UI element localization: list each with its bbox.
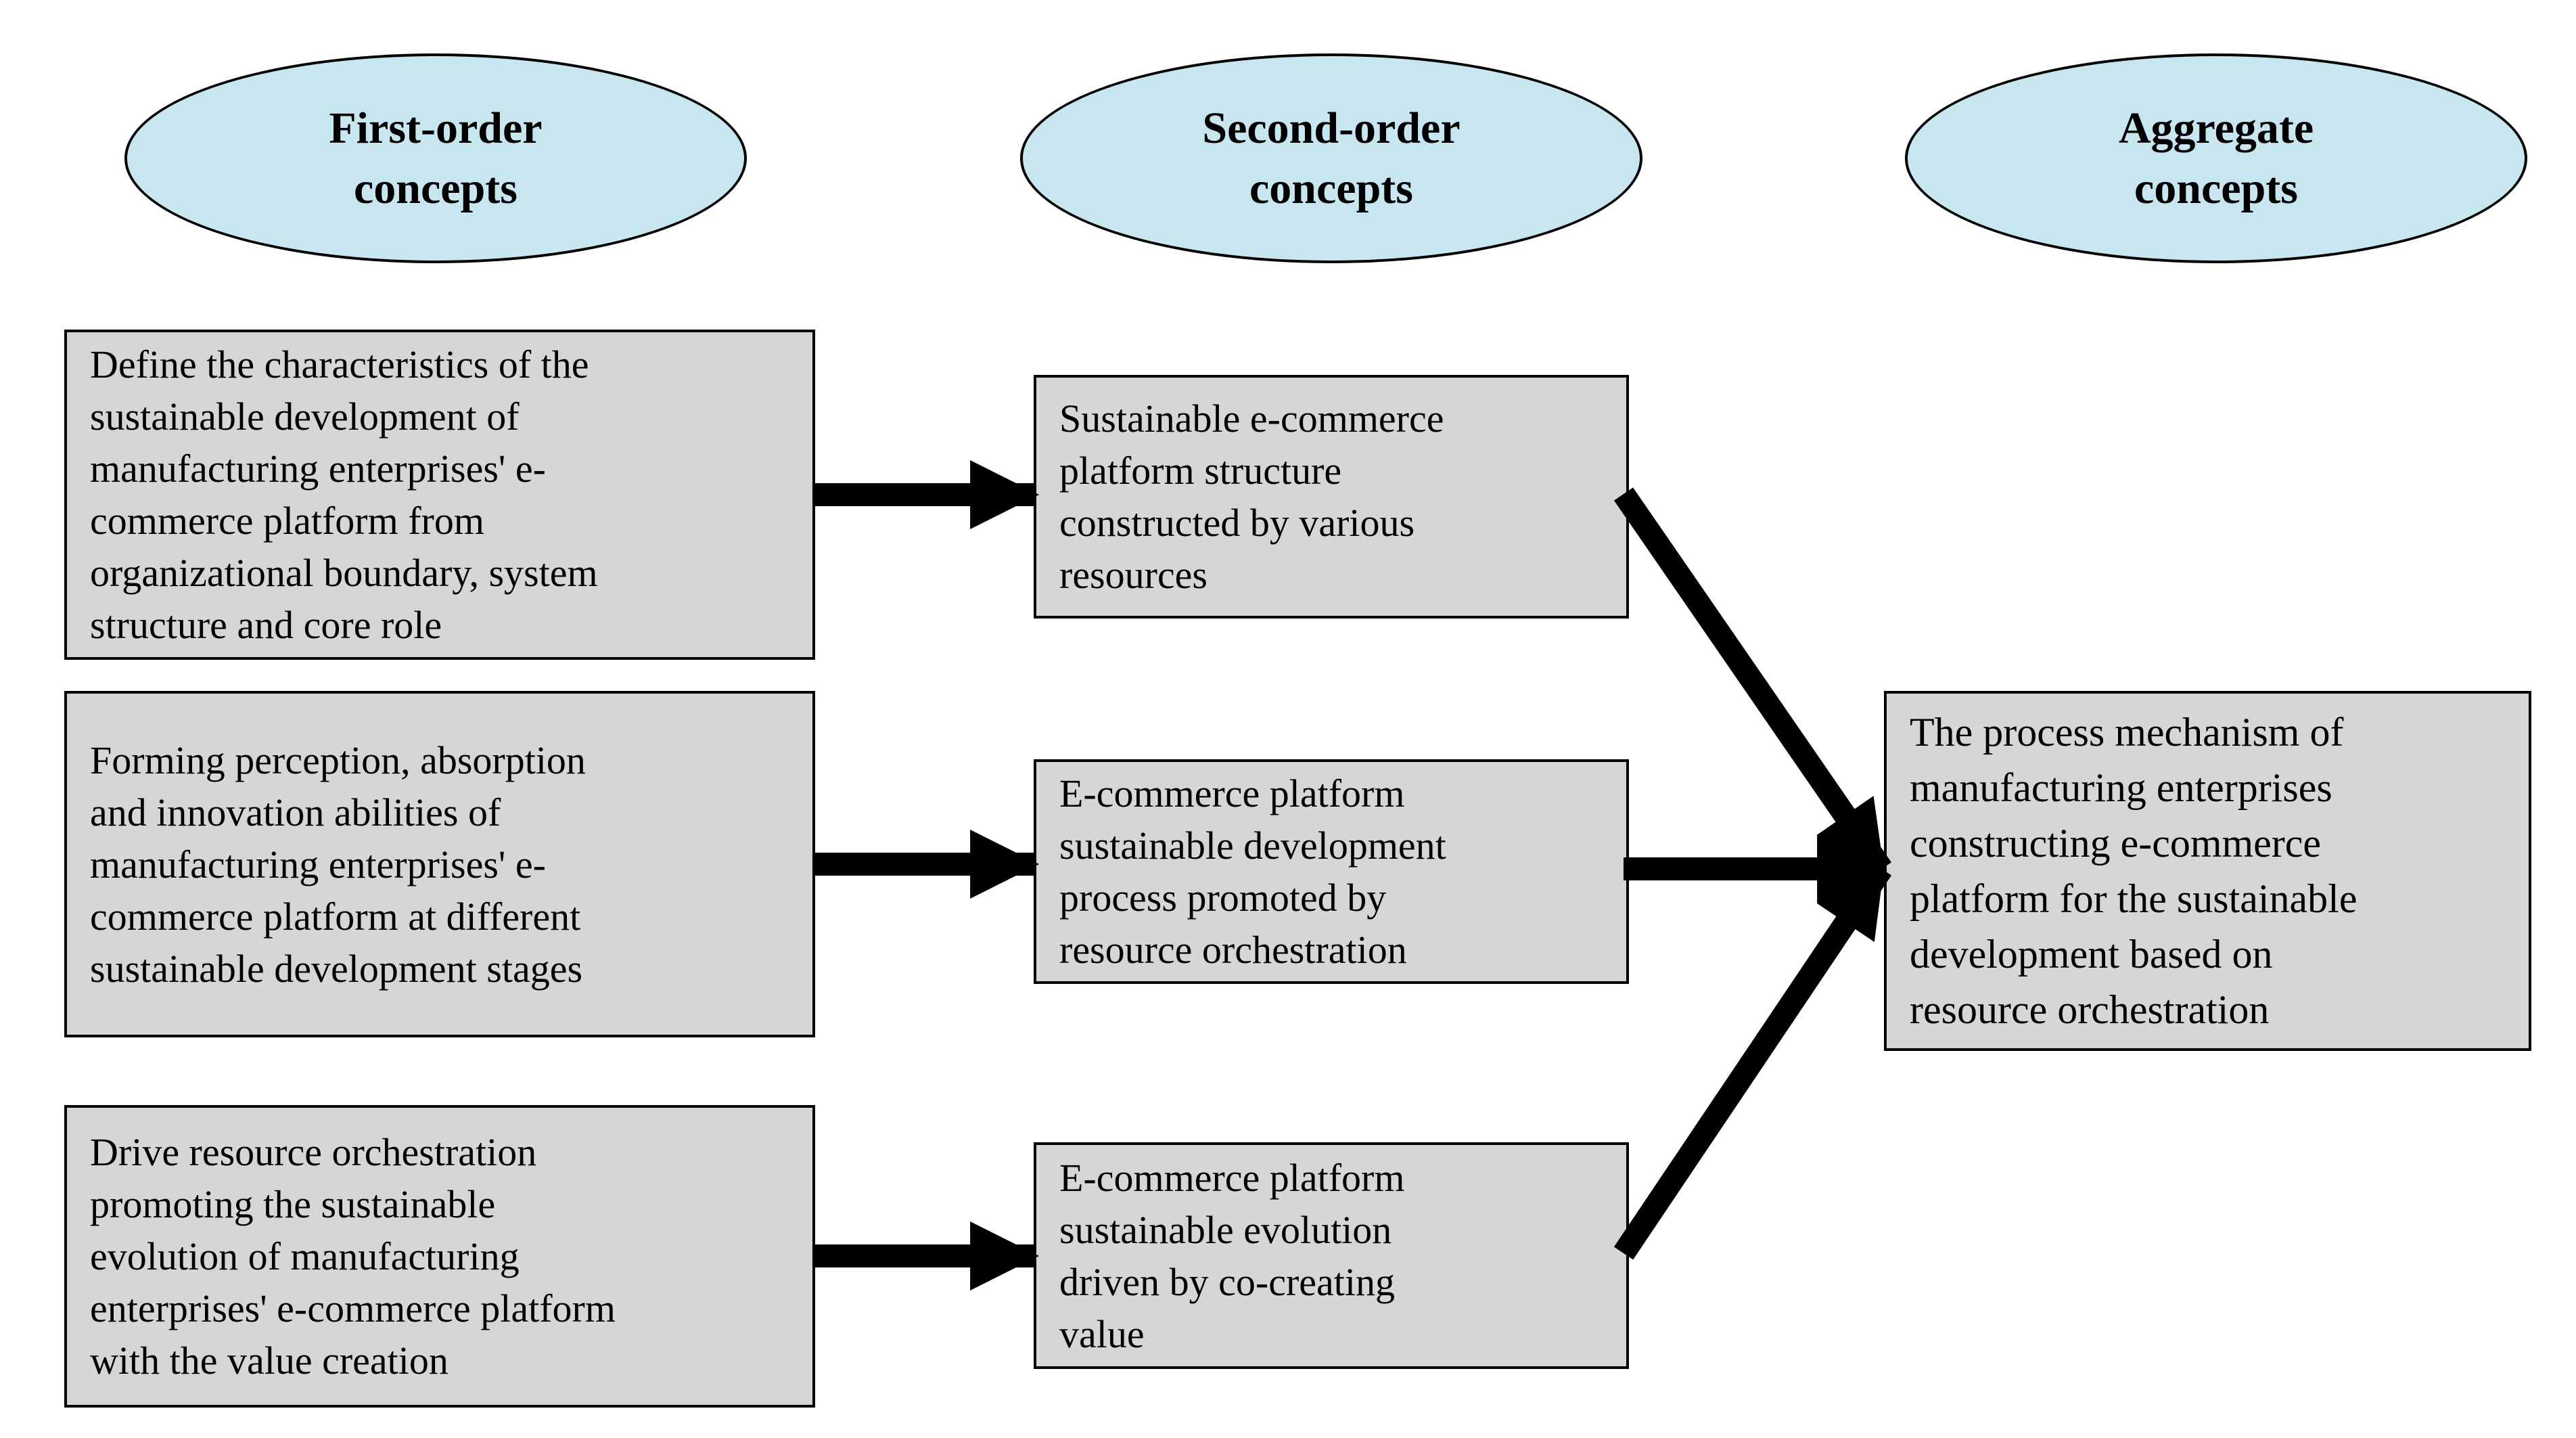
first-order-concepts-header-label: First-order concepts — [329, 103, 543, 213]
second-order-concept-text-1: Sustainable e-commerce platform structur… — [1059, 397, 1444, 597]
second-order-concept-box-1: Sustainable e-commerce platform structur… — [1034, 375, 1629, 619]
second-order-concept-box-3: E-commerce platform sustainable evolutio… — [1034, 1142, 1629, 1369]
ellipse-first-order-concepts: First-order concepts — [124, 53, 747, 263]
arrow-second-to-aggregate-3 — [1613, 862, 1892, 1260]
first-order-concept-text-1: Define the characteristics of the sustai… — [90, 342, 598, 647]
ellipse-aggregate-concepts: Aggregate concepts — [1905, 53, 2527, 263]
first-order-concept-box-3: Drive resource orchestration promoting t… — [64, 1105, 815, 1408]
first-order-concept-text-2: Forming perception, absorption and innov… — [90, 738, 586, 991]
aggregate-concept-text: The process mechanism of manufacturing e… — [1910, 710, 2358, 1032]
second-order-concepts-header-label: Second-order concepts — [1202, 103, 1460, 213]
first-order-concept-box-1: Define the characteristics of the sustai… — [64, 330, 815, 660]
first-order-concept-box-2: Forming perception, absorption and innov… — [64, 691, 815, 1037]
first-order-concept-text-3: Drive resource orchestration promoting t… — [90, 1130, 616, 1383]
second-order-concept-text-3: E-commerce platform sustainable evolutio… — [1059, 1155, 1405, 1356]
aggregate-concepts-header-label: Aggregate concepts — [2118, 103, 2314, 213]
aggregate-concept-box: The process mechanism of manufacturing e… — [1884, 691, 2531, 1051]
arrow-second-to-aggregate-1 — [1614, 487, 1891, 876]
second-order-concept-text-2: E-commerce platform sustainable developm… — [1059, 771, 1446, 972]
second-order-concept-box-2: E-commerce platform sustainable developm… — [1034, 759, 1629, 984]
ellipse-second-order-concepts: Second-order concepts — [1020, 53, 1642, 263]
